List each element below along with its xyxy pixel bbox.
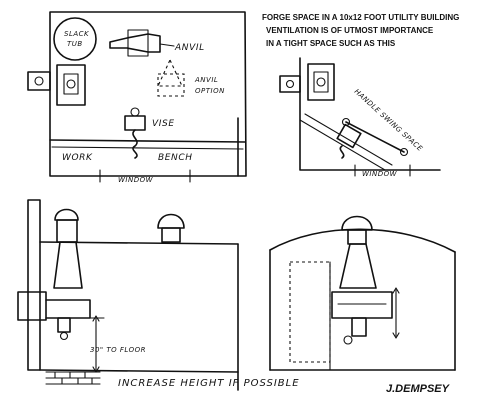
alt-bench-inner (304, 113, 393, 166)
vise-handle (132, 129, 138, 159)
forge-vent-pipe (56, 219, 78, 243)
forge-crank (59, 331, 69, 341)
floor-line (39, 369, 239, 373)
work-label: WORK (62, 153, 93, 163)
bench-edge-line (49, 139, 246, 143)
plan-walls (49, 11, 247, 177)
note-line-3: IN A TIGHT SPACE SUCH AS THIS (266, 39, 396, 48)
front-roof-arc (269, 228, 456, 253)
alt-forge-fire (316, 77, 326, 87)
note-line-1: FORGE SPACE IN A 10x12 FOOT UTILITY BUIL… (262, 13, 459, 22)
front-hood (339, 243, 377, 289)
forge-hood (53, 241, 83, 289)
vise-jaw (124, 115, 146, 131)
forge-firepot (63, 73, 79, 95)
roof-turbine (157, 213, 185, 229)
brick-base (45, 371, 101, 385)
alt-bench-diagonal (299, 119, 386, 171)
side-elevation: 30" TO FLOOR INCREASE HEIGHT IF POSSIBLE (17, 199, 300, 391)
front-forge-body (331, 291, 393, 319)
forge-body (17, 291, 47, 321)
plan-view: SLACK TUB ANVIL ANVIL OPTION VISE WORK B… (27, 11, 247, 184)
alt-handle-line (345, 121, 405, 153)
anvil-leader (159, 43, 175, 47)
forge-fire-circle (66, 79, 76, 89)
notes-block: FORGE SPACE IN A 10x12 FOOT UTILITY BUIL… (262, 13, 459, 48)
note-line-2: VENTILATION IS OF UTMOST IMPORTANCE (266, 26, 434, 35)
anvil-shape (109, 33, 161, 53)
to-floor-label: 30" TO FLOOR (90, 346, 146, 354)
anvil-option-label-1: ANVIL (194, 76, 218, 84)
front-turbine-base (347, 229, 367, 245)
anvil-option-horn (157, 58, 183, 87)
alt-window-label: WINDOW (362, 170, 398, 178)
blower-circle (34, 76, 44, 86)
alt-blower-circle (285, 79, 295, 89)
front-crank (343, 335, 353, 345)
forge-leg (57, 317, 71, 333)
alt-forge-box (307, 63, 335, 101)
roof-line (39, 241, 239, 245)
alt-handle-end-1 (341, 117, 351, 127)
chimney-stack (27, 199, 41, 371)
alt-vise (336, 123, 362, 149)
alt-plan-view: HANDLE SWING SPACE WINDOW (279, 57, 441, 178)
bench-inner-line (51, 146, 244, 150)
alt-plan-walls (299, 57, 441, 171)
front-dim-arrows (392, 287, 400, 339)
slack-tub-label-1: SLACK (64, 30, 90, 38)
anvil-label: ANVIL (174, 43, 205, 53)
front-door-frame (289, 261, 331, 363)
vise-label: VISE (152, 119, 175, 129)
alt-vise-handle (339, 145, 345, 159)
window-label: WINDOW (118, 176, 154, 184)
dim-arrows (92, 315, 100, 373)
anvil-option-body (157, 73, 185, 97)
bench-label: BENCH (158, 153, 193, 163)
front-forge-pedestal (351, 317, 367, 337)
anvil-option-label-2: OPTION (195, 87, 225, 95)
alt-forge-firepot (313, 71, 329, 93)
forge-vent-cap (54, 208, 79, 221)
alt-handle-end-2 (399, 147, 409, 157)
forge-table (45, 299, 91, 319)
slack-tub-circle (53, 17, 97, 61)
alt-blower-box (279, 75, 301, 93)
roof-turbine-base (161, 227, 181, 243)
blower-box (27, 71, 51, 91)
front-turbine (341, 215, 373, 231)
anvil-base (127, 29, 149, 57)
forge-box (56, 64, 86, 106)
front-elevation (269, 215, 456, 371)
signature: J.DEMPSEY (386, 383, 451, 395)
slack-tub-label-2: TUB (67, 40, 83, 48)
increase-height-label: INCREASE HEIGHT IF POSSIBLE (118, 378, 300, 389)
vise-screw (130, 107, 140, 117)
